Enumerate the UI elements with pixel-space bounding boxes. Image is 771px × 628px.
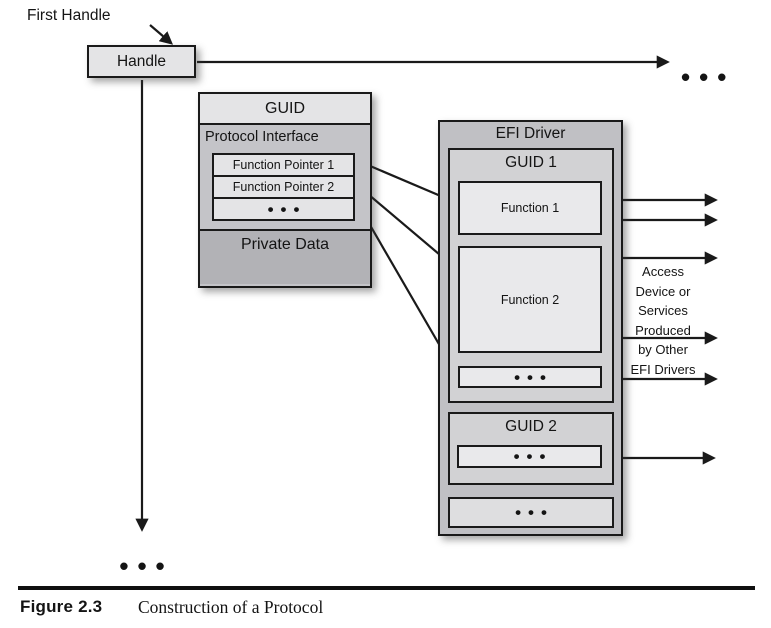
guid-1-title: GUID 1 xyxy=(505,154,557,171)
access-note-line: Produced xyxy=(635,322,691,338)
first-handle-label: First Handle xyxy=(27,7,111,24)
efi-driver-title: EFI Driver xyxy=(495,125,566,142)
function-pointer-ellipsis-row: ••• xyxy=(214,197,353,219)
access-note-line: Device or xyxy=(635,283,691,299)
access-note: Access Device or Services Produced by Ot… xyxy=(612,262,714,379)
efi-driver-box: EFI Driver GUID 1 Function 1 Function 2 … xyxy=(438,120,623,536)
function-1-label: Function 1 xyxy=(500,201,560,215)
protocol-guid-label: GUID xyxy=(265,99,305,117)
handle-box: Handle xyxy=(87,45,196,78)
function-pointer-table: Function Pointer 1 Function Pointer 2 ••… xyxy=(212,153,355,221)
guid-2-box: GUID 2 ••• xyxy=(448,412,614,485)
more-handles-ellipsis: ••• xyxy=(681,62,736,92)
handle-label: Handle xyxy=(116,52,167,70)
private-data-band: Private Data xyxy=(200,229,370,284)
function-1-box: Function 1 xyxy=(458,181,602,235)
more-protocols-ellipsis: ••• xyxy=(119,551,174,581)
private-data-label: Private Data xyxy=(240,236,330,253)
access-note-line: by Other xyxy=(638,342,688,357)
access-note-line: Services xyxy=(638,303,688,318)
guid-1-ellipsis-box: ••• xyxy=(458,366,602,388)
protocol-box: GUID Protocol Interface Function Pointer… xyxy=(198,92,372,288)
guid-1-box: GUID 1 Function 1 Function 2 ••• xyxy=(448,148,614,403)
figure-number: Figure 2.3 xyxy=(20,597,103,616)
efi-driver-ellipsis-box: ••• xyxy=(448,497,614,528)
protocol-interface-label: Protocol Interface xyxy=(205,129,319,145)
guid-2-title: GUID 2 xyxy=(505,418,557,435)
function-2-label: Function 2 xyxy=(500,292,560,307)
guid-2-ellipsis-box: ••• xyxy=(457,445,602,468)
function-2-box: Function 2 xyxy=(458,246,602,353)
caption-divider xyxy=(18,586,755,590)
figure-title: Construction of a Protocol xyxy=(138,597,324,617)
function-pointer-2-row: Function Pointer 2 xyxy=(214,175,353,197)
function-pointer-1-row: Function Pointer 1 xyxy=(232,158,335,172)
protocol-guid-band: GUID xyxy=(200,94,370,123)
access-note-line: Access xyxy=(642,264,684,279)
access-note-line: EFI Drivers xyxy=(630,361,696,377)
